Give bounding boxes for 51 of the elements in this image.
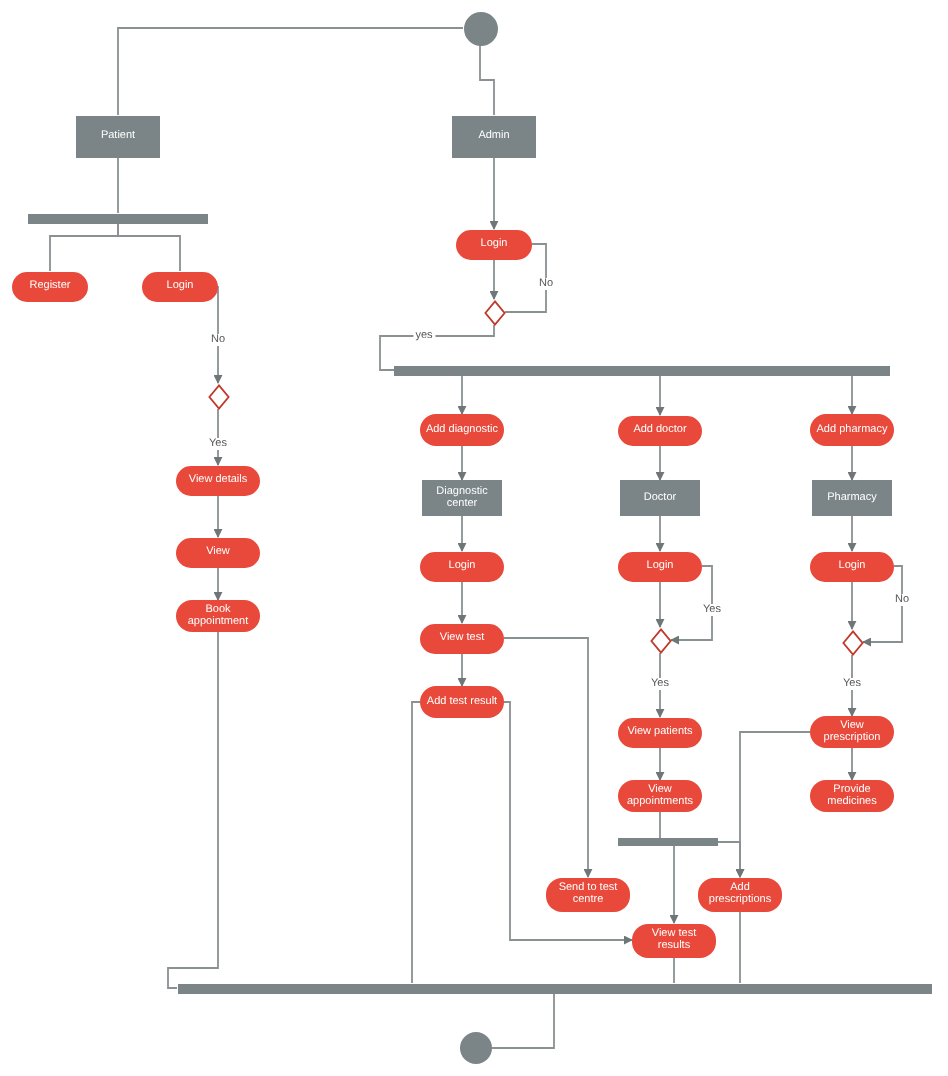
fork-join-bar (177, 983, 931, 993)
connector (457, 652, 467, 687)
fork-join-bar (618, 838, 718, 846)
decision-diamond (207, 383, 229, 409)
connector (847, 654, 857, 717)
connector (847, 445, 857, 481)
connector (213, 494, 223, 538)
connector (655, 746, 665, 781)
connector (847, 747, 857, 781)
fork-join-bar (28, 213, 208, 223)
connector (411, 701, 421, 984)
connector (457, 580, 467, 624)
fork-join-bar (394, 365, 890, 375)
connector (213, 408, 223, 466)
connector (213, 566, 223, 601)
connector (457, 374, 467, 415)
connector (489, 156, 499, 230)
connector (491, 992, 555, 1049)
connector (735, 731, 811, 878)
decision-diamond (649, 627, 671, 653)
connector (669, 845, 679, 924)
connector (847, 374, 857, 415)
decision-diamond (483, 299, 505, 325)
connector (504, 243, 547, 313)
connector (117, 156, 119, 214)
start-end-circle (463, 11, 497, 45)
connector (379, 324, 495, 371)
connector (479, 44, 495, 116)
connector (659, 811, 661, 839)
connector (457, 515, 467, 552)
connector (503, 637, 593, 878)
connector (489, 258, 499, 300)
connector (655, 580, 665, 628)
connector (739, 910, 741, 984)
connector (213, 285, 223, 384)
connector (117, 222, 181, 272)
connector (655, 652, 665, 718)
start-end-circle (460, 1032, 492, 1064)
connector (862, 565, 903, 647)
connector (167, 631, 219, 989)
connector (117, 27, 464, 116)
connector (847, 515, 857, 552)
connector (673, 956, 675, 984)
connector (655, 444, 665, 481)
connector (655, 515, 665, 552)
connector (655, 374, 665, 416)
connector (503, 701, 633, 945)
decision-diamond (841, 629, 863, 655)
connector (847, 580, 857, 630)
connector (670, 565, 713, 645)
connector (457, 445, 467, 481)
